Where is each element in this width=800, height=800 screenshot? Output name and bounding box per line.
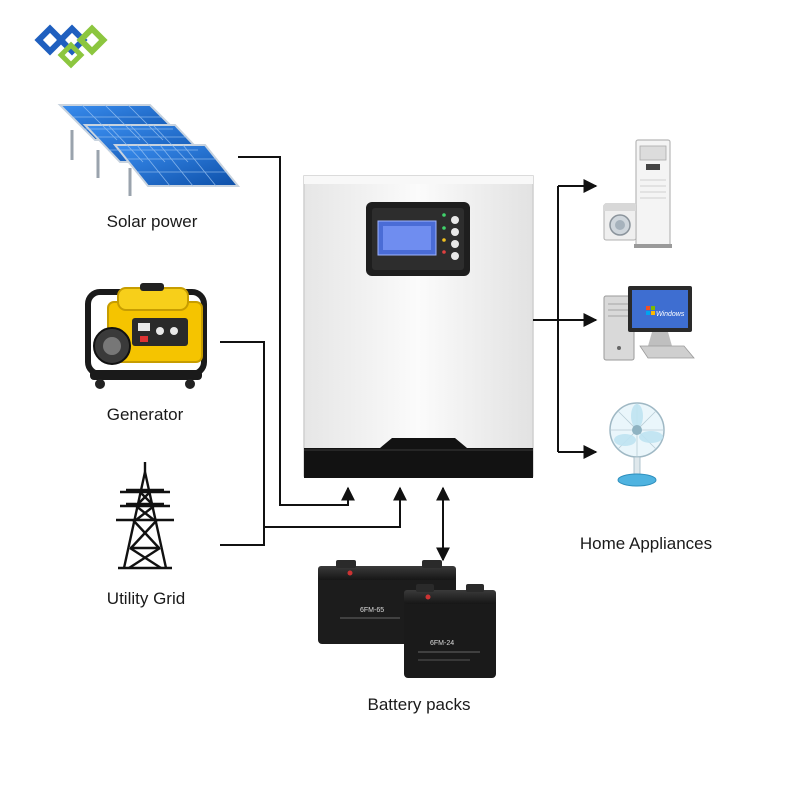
solar-input-wire xyxy=(238,156,355,506)
home-appliances-label: Home Appliances xyxy=(580,534,712,553)
solar-power-label: Solar power xyxy=(107,212,198,231)
air-conditioner-icon xyxy=(634,139,672,248)
computer-icon: Windows xyxy=(603,286,695,361)
battery-large-model-label: 6FM-65 xyxy=(360,607,384,614)
battery-pack-small-icon: 6FM-24 xyxy=(404,584,496,678)
input-wires xyxy=(220,156,450,562)
generator-icon xyxy=(85,283,207,389)
utility-grid-tower-icon xyxy=(116,462,174,570)
solar-panel-icon xyxy=(57,104,241,196)
grid-input-wire xyxy=(220,527,265,546)
windows-screen-text: Windows xyxy=(656,311,685,318)
electric-fan-icon xyxy=(609,402,665,487)
utility-grid-label: Utility Grid xyxy=(107,589,185,608)
battery-packs-label: Battery packs xyxy=(368,695,471,714)
brand-logo xyxy=(34,24,108,69)
battery-small-model-label: 6FM-24 xyxy=(430,640,454,647)
inverter-control-panel xyxy=(366,202,470,276)
washing-machine-icon xyxy=(603,203,637,241)
output-wires xyxy=(533,179,598,459)
generator-label: Generator xyxy=(107,405,184,424)
windows-logo-icon xyxy=(646,306,655,315)
